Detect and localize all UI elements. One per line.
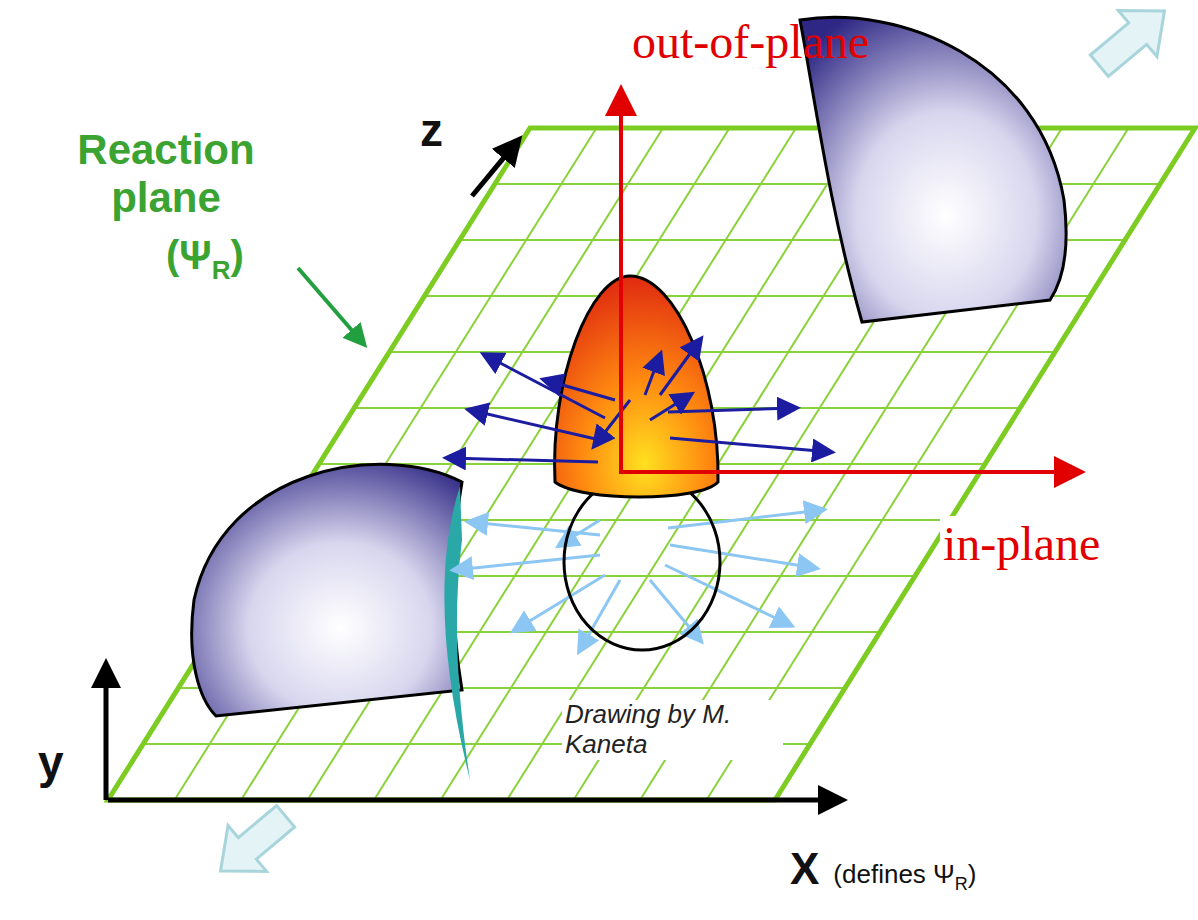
- axis-subscript: R: [955, 874, 968, 895]
- axis-note: (defines Ψ: [833, 860, 954, 890]
- credit-note: Drawing by M. Kaneta: [562, 700, 783, 760]
- axis-label: out-of-plane: [632, 14, 869, 69]
- flow-arrows-upper: [448, 340, 830, 462]
- plane-symbol: ): [230, 232, 243, 278]
- fireball: [555, 276, 718, 497]
- nucleus-cut-face: [444, 486, 470, 780]
- flow-arrows-lower: [455, 510, 822, 650]
- axis-note: ): [968, 860, 977, 890]
- axis-label: in-plane: [940, 516, 1103, 571]
- plane-label: Reaction plane: [36, 126, 296, 223]
- axis-label: z: [420, 104, 443, 157]
- out-of-plane-axis: [619, 92, 623, 472]
- y-axis: [104, 668, 109, 800]
- z-axis: [472, 143, 516, 196]
- nucleus: [192, 464, 462, 716]
- plane-symbol: (Ψ: [166, 232, 212, 278]
- x-axis: [108, 798, 838, 803]
- overlap-outline: [564, 474, 720, 650]
- beam-arrow: [1080, 0, 1184, 89]
- axis-label: y: [38, 736, 64, 789]
- axis-label: X: [790, 844, 819, 895]
- beam-arrow: [201, 793, 305, 894]
- leader-line: [298, 268, 362, 342]
- plane-subscript: R: [212, 256, 231, 286]
- in-plane-axis: [619, 470, 1078, 474]
